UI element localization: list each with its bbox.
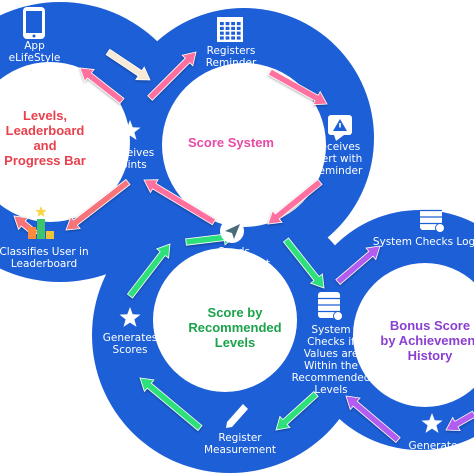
label-receives-points: Receives Points <box>107 147 155 171</box>
arrow-generate-bonus-to-checks <box>345 395 401 443</box>
title-score-system: Score System <box>188 135 274 150</box>
center-levels <box>0 62 130 222</box>
database-icon-checks-values <box>318 292 343 321</box>
arrow-checks-to-register <box>275 391 319 431</box>
label-system-checks-values: System Checks if Values are Within the R… <box>291 324 371 396</box>
arrow-points-to-app <box>79 67 125 105</box>
title-levels: Levels, Leaderboard and Progress Bar <box>4 108 86 168</box>
database-icon-checks-log <box>420 204 445 233</box>
center-score <box>162 63 326 227</box>
arrow-register-to-generates <box>139 377 203 432</box>
star-icon-generate-bonus <box>421 413 443 433</box>
calendar-icon <box>217 17 243 42</box>
label-classifies-user: Classifies User in Leaderboard <box>0 246 89 270</box>
label-system-checks-log: System Checks Log <box>372 236 474 248</box>
title-bonus: Bonus Score by Achievement History <box>380 318 474 363</box>
label-sends-measurement: Sends Measurement <box>197 246 271 270</box>
label-receives-alert: Receives Alert with Reminder <box>311 141 363 177</box>
arrow-sends-to-checks <box>282 237 325 289</box>
arrow-generates-to-sends <box>126 243 171 299</box>
pencil-icon <box>226 404 248 428</box>
arrow-reminder-to-alert <box>267 68 328 106</box>
label-register-measurement: Register Measurement <box>203 432 277 456</box>
arrow-alert-to-sends <box>267 178 323 225</box>
title-recommended: Score by Recommended Levels <box>188 305 282 350</box>
star-icon-generates-scores <box>119 307 141 327</box>
phone-icon <box>23 7 45 39</box>
send-icon <box>220 219 244 243</box>
label-generates-scores: Generates Scores <box>102 332 158 356</box>
label-generate-bonus: Generate Bonus Score <box>400 440 466 464</box>
icons <box>23 7 445 433</box>
arrow-app-to-reminder-cream <box>105 48 151 81</box>
arrow-points-to-reminder <box>147 51 197 101</box>
center-recommended <box>153 248 297 392</box>
arrow-from-right-to-bonus <box>445 410 474 432</box>
arrow-sends-to-points <box>143 179 217 226</box>
arrow-checks-to-log <box>335 245 381 285</box>
star-icon-receives-points <box>119 120 141 140</box>
label-registers-reminder: Registers Reminder <box>205 45 257 69</box>
label-app: App eLifeStyle <box>8 40 61 64</box>
center-bonus <box>353 263 474 407</box>
alert-icon <box>328 115 352 141</box>
leaderboard-icon <box>28 206 54 239</box>
arrows <box>13 48 474 443</box>
arrow-points-to-classifies <box>65 178 131 231</box>
